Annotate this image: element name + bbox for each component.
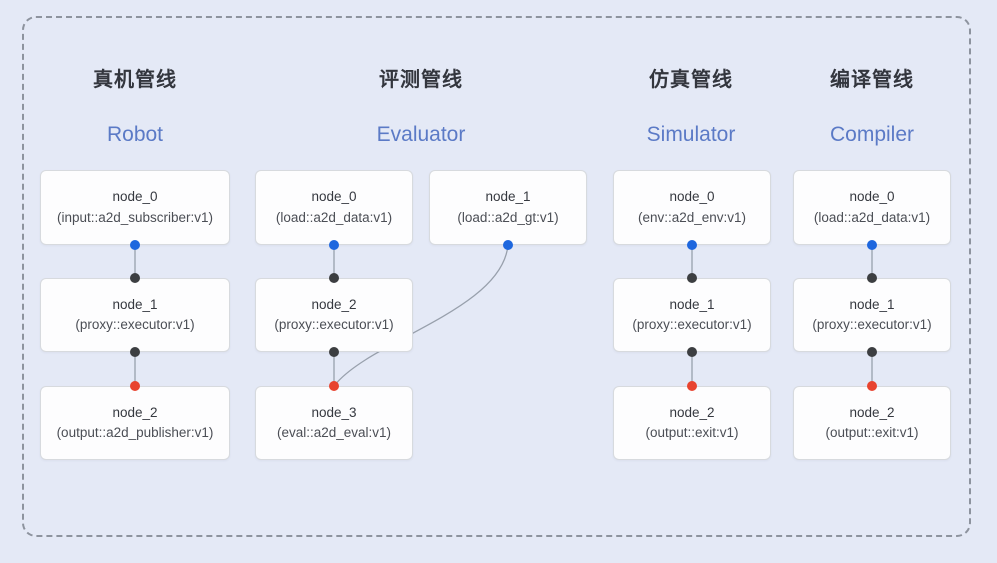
pipeline-title-en-robot: Robot (106, 123, 164, 146)
dashed-frame (22, 16, 971, 537)
source-port-dot (687, 240, 697, 250)
node-simulator-2: node_2 (output::exit:v1) (613, 386, 771, 460)
node-type: (eval::a2d_eval:v1) (276, 425, 392, 440)
node-label: node_1 (849, 296, 895, 312)
node-label: node_2 (849, 404, 895, 420)
node-type: (proxy::executor:v1) (75, 317, 195, 332)
pipeline-title-zh-robot: 真机管线 (93, 69, 177, 91)
node-label: node_2 (311, 296, 357, 312)
node-evaluator-1: node_1 (load::a2d_gt:v1) (429, 170, 587, 245)
node-type: (proxy::executor:v1) (632, 317, 752, 332)
node-label: node_3 (311, 404, 357, 420)
pipeline-title-en-compiler: Compiler (829, 123, 915, 146)
intermediate-port-dot (867, 347, 877, 357)
intermediate-port-dot (329, 273, 339, 283)
source-port-dot (867, 240, 877, 250)
node-type: (input::a2d_subscriber:v1) (56, 209, 214, 225)
node-robot-2: node_2 (output::a2d_publisher:v1) (40, 386, 230, 460)
source-port-dot (503, 240, 513, 250)
node-type: (output::exit:v1) (825, 425, 919, 440)
node-type: (output::exit:v1) (645, 425, 739, 440)
node-simulator-0: node_0 (env::a2d_env:v1) (613, 170, 771, 245)
pipeline-title-en-evaluator: Evaluator (376, 123, 466, 146)
node-compiler-0: node_0 (load::a2d_data:v1) (793, 170, 951, 245)
node-evaluator-0: node_0 (load::a2d_data:v1) (255, 170, 413, 245)
pipeline-title-zh-evaluator: 评测管线 (379, 69, 463, 91)
node-type: (env::a2d_env:v1) (637, 209, 747, 225)
node-type: (load::a2d_data:v1) (275, 209, 393, 225)
source-port-dot (130, 240, 140, 250)
node-type: (load::a2d_data:v1) (813, 209, 931, 225)
node-label: node_2 (669, 404, 715, 420)
intermediate-port-dot (687, 347, 697, 357)
node-label: node_0 (112, 189, 158, 205)
node-type: (output::a2d_publisher:v1) (56, 425, 214, 440)
terminal-port-dot (687, 381, 697, 391)
intermediate-port-dot (867, 273, 877, 283)
node-robot-1: node_1 (proxy::executor:v1) (40, 278, 230, 352)
node-compiler-2: node_2 (output::exit:v1) (793, 386, 951, 460)
node-type: (load::a2d_gt:v1) (457, 209, 559, 225)
terminal-port-dot (329, 381, 339, 391)
terminal-port-dot (867, 381, 877, 391)
node-evaluator-3: node_3 (eval::a2d_eval:v1) (255, 386, 413, 460)
intermediate-port-dot (687, 273, 697, 283)
pipeline-title-zh-simulator: 仿真管线 (649, 69, 733, 91)
node-evaluator-2: node_2 (proxy::executor:v1) (255, 278, 413, 352)
node-robot-0: node_0 (input::a2d_subscriber:v1) (40, 170, 230, 245)
node-label: node_1 (669, 296, 715, 312)
node-label: node_1 (112, 296, 158, 312)
node-type: (proxy::executor:v1) (812, 317, 932, 332)
pipeline-title-en-simulator: Simulator (646, 123, 736, 146)
terminal-port-dot (130, 381, 140, 391)
node-label: node_1 (485, 189, 531, 205)
node-label: node_2 (112, 404, 158, 420)
node-label: node_0 (849, 189, 895, 205)
node-label: node_0 (669, 189, 715, 205)
intermediate-port-dot (130, 273, 140, 283)
node-simulator-1: node_1 (proxy::executor:v1) (613, 278, 771, 352)
source-port-dot (329, 240, 339, 250)
intermediate-port-dot (329, 347, 339, 357)
pipeline-title-zh-compiler: 编译管线 (830, 69, 914, 91)
node-compiler-1: node_1 (proxy::executor:v1) (793, 278, 951, 352)
node-label: node_0 (311, 189, 357, 205)
intermediate-port-dot (130, 347, 140, 357)
node-type: (proxy::executor:v1) (274, 317, 394, 332)
